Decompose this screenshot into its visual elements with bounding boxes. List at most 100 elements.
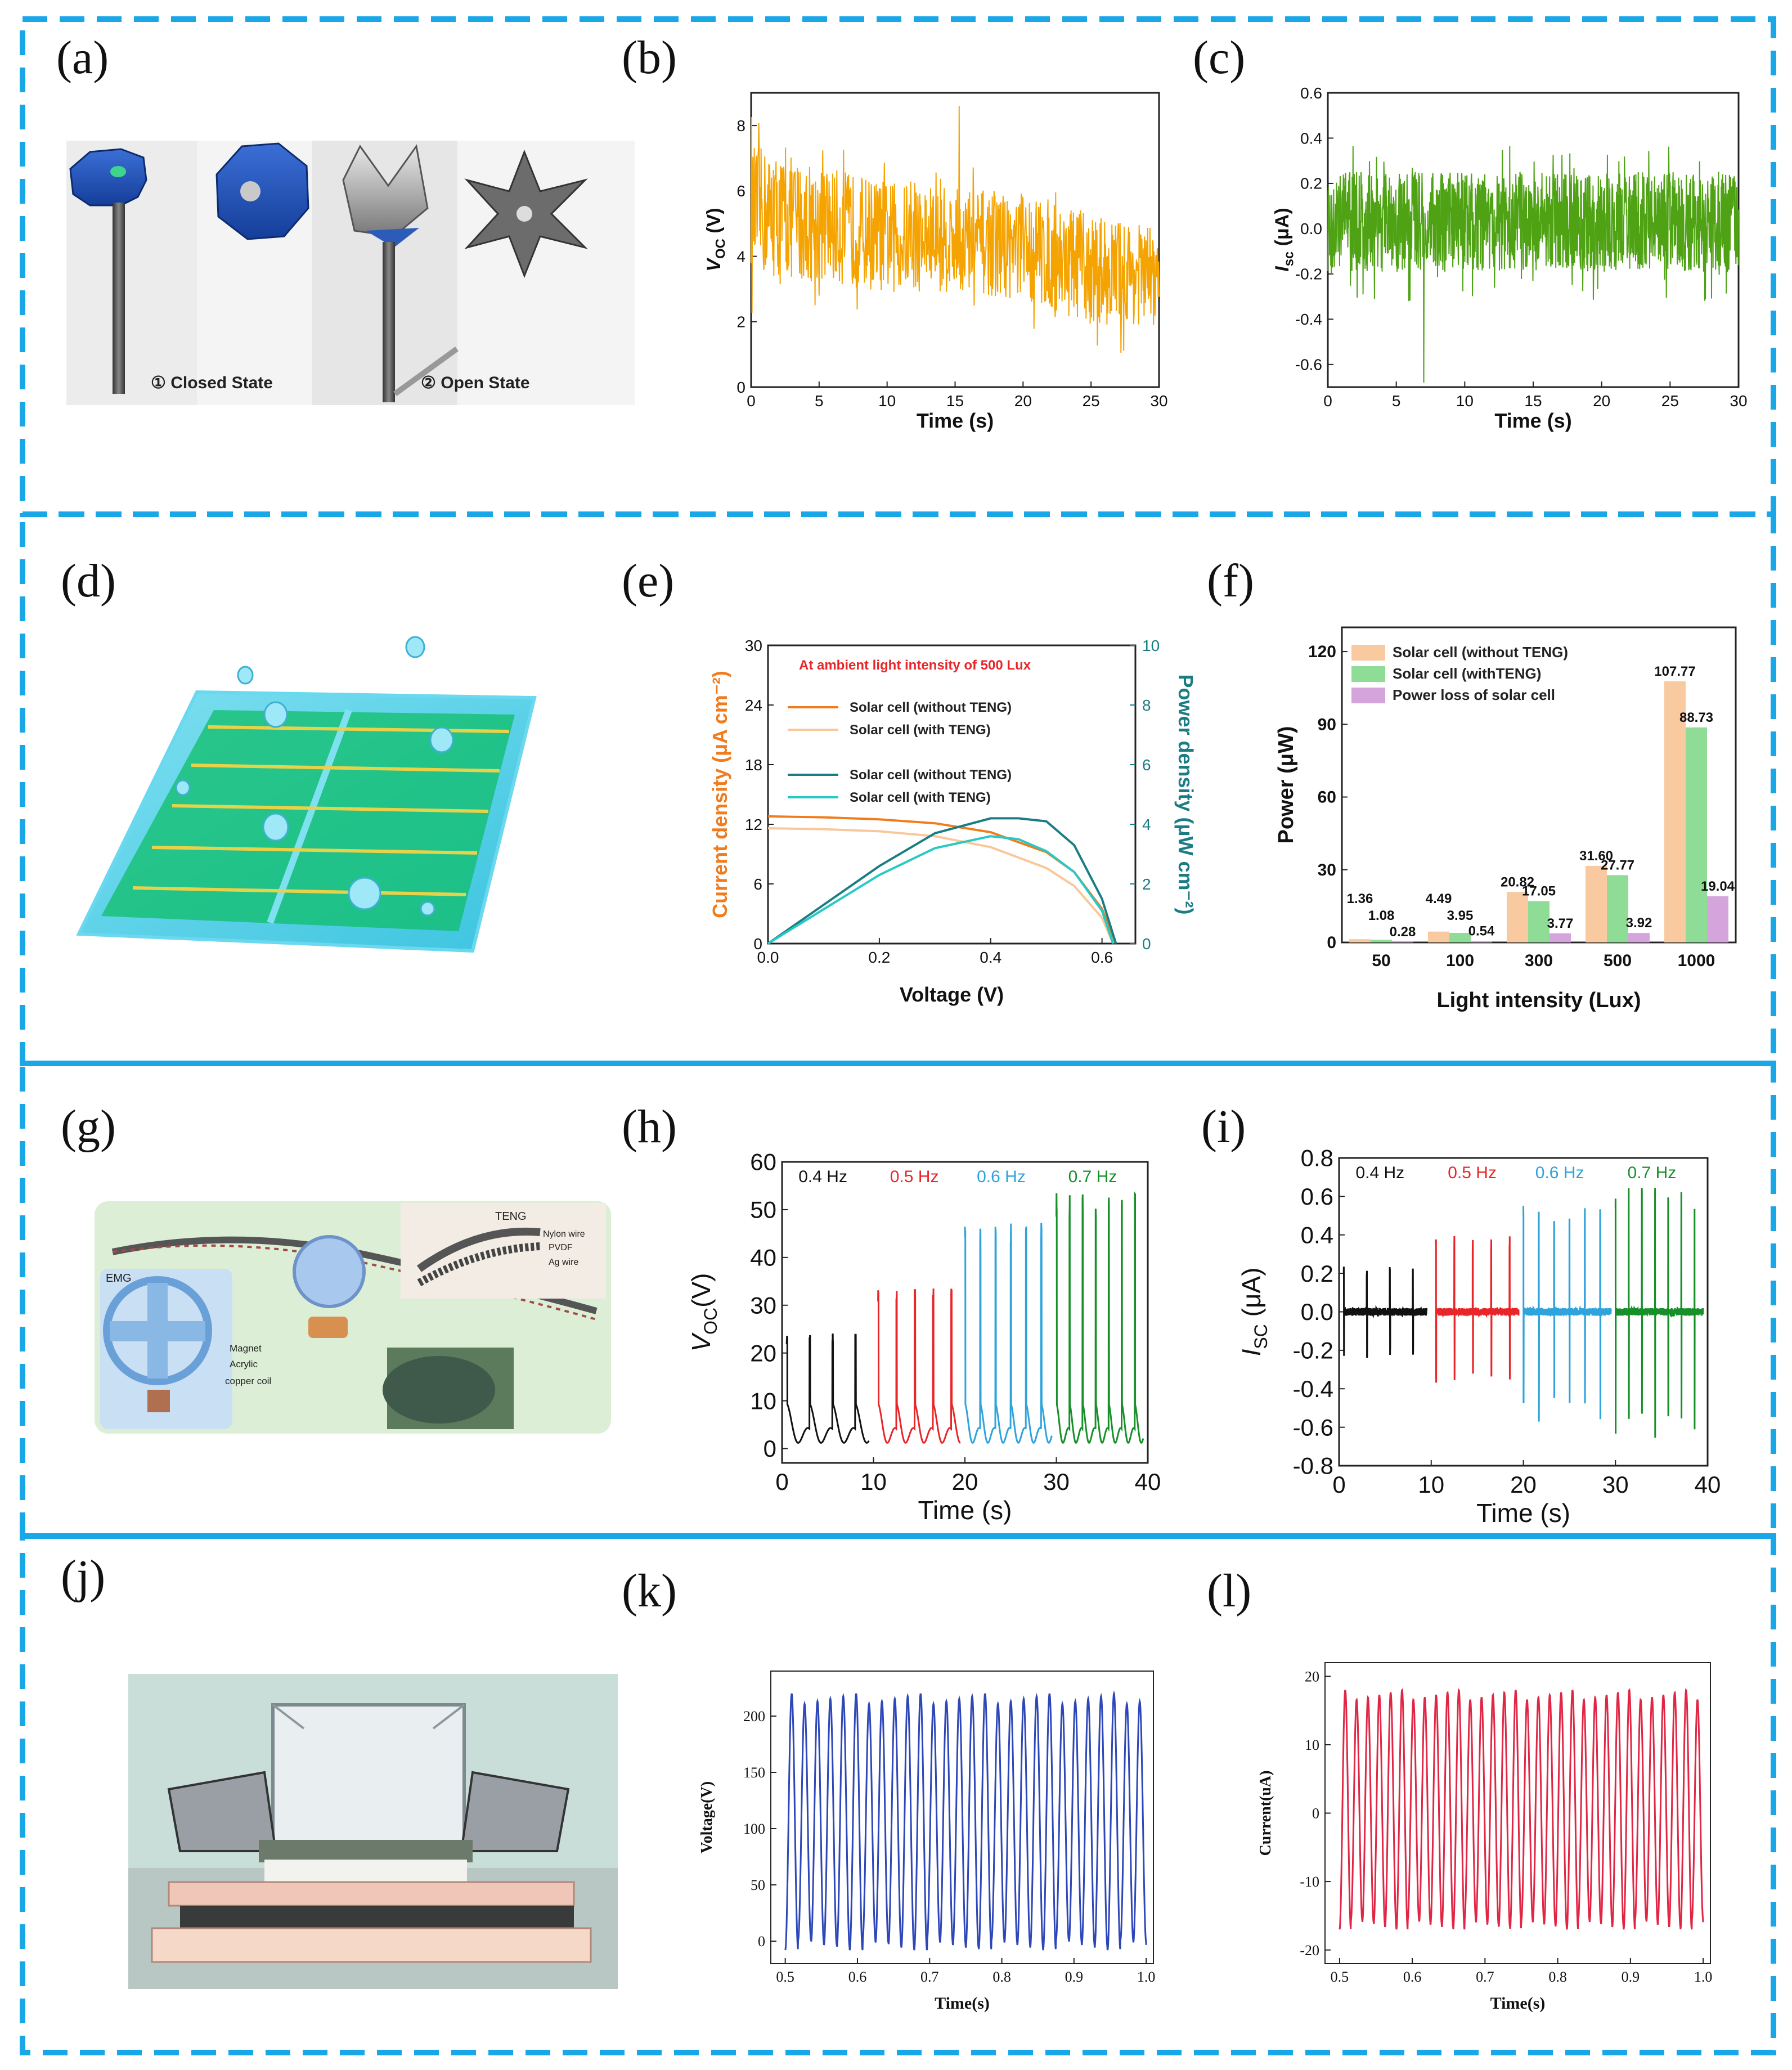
pulse-series-3 — [964, 1223, 1053, 1444]
pulse-series-2 — [1435, 1236, 1520, 1383]
ag-label: Ag wire — [549, 1258, 578, 1267]
y-axis-label: Voltage(V) — [698, 1781, 716, 1853]
bar — [1528, 901, 1550, 942]
y2-tick-label: 10 — [1142, 637, 1160, 654]
panel-label-l: (l) — [1207, 1565, 1251, 1617]
y-axis-label: Isc (μA) — [1272, 208, 1297, 271]
legend-entry: Power loss of solar cell — [1393, 686, 1555, 703]
panel-d-illustration — [76, 636, 537, 953]
copper-label: copper coil — [225, 1376, 271, 1386]
y-tick-label: 0.8 — [1301, 1145, 1333, 1171]
y-tick-label: 0.6 — [1300, 84, 1322, 102]
x-tick-label: 100 — [1446, 951, 1474, 970]
data-label: 1.08 — [1368, 908, 1395, 923]
bar — [1707, 896, 1728, 942]
y-tick-label: 30 — [745, 637, 762, 654]
y-tick-label: 6 — [736, 182, 745, 200]
bar — [1507, 892, 1528, 942]
y-tick-label: 0.4 — [1301, 1222, 1333, 1248]
panel-label-a: (a) — [56, 32, 109, 84]
y-tick-label: 0.0 — [1301, 1299, 1333, 1325]
pulse-series-3 — [1522, 1206, 1612, 1422]
x-tick-label: 0 — [775, 1469, 788, 1495]
data-label: 0.28 — [1390, 924, 1416, 940]
chart-title: At ambient light intensity of 500 Lux — [799, 658, 1031, 673]
x-axis-label: Light intensity (Lux) — [1436, 989, 1641, 1012]
frame-row4 — [20, 1533, 1776, 2055]
y-tick-label: 2 — [736, 313, 745, 331]
panel-label-d: (d) — [61, 555, 116, 607]
x-tick-label: 20 — [952, 1469, 978, 1495]
y-tick-label: 0.2 — [1301, 1260, 1333, 1287]
y-tick-label: -20 — [1300, 1942, 1319, 1959]
x-tick-label: 0 — [1323, 392, 1332, 410]
y-axis-label: Power (μW) — [1274, 726, 1298, 843]
teng-label: TENG — [495, 1210, 527, 1223]
panel-label-k: (k) — [622, 1565, 677, 1617]
legend-swatch — [1351, 645, 1385, 661]
plot-frame — [770, 1671, 1154, 1964]
x-tick-label: 0.4 — [980, 949, 1001, 966]
x-tick-label: 20 — [1510, 1471, 1537, 1498]
bar — [1371, 940, 1392, 942]
y-tick-label: 0.6 — [1301, 1183, 1333, 1210]
open-flower-top-icon — [464, 149, 588, 279]
panel-label-h: (h) — [622, 1101, 677, 1153]
x-tick-label: 40 — [1135, 1469, 1161, 1495]
y2-tick-label: 4 — [1142, 816, 1151, 833]
segment-label: 0.5 Hz — [1448, 1164, 1497, 1182]
x-axis-label: Time (s) — [1494, 409, 1571, 432]
y-tick-label: 10 — [750, 1388, 776, 1414]
x-tick-label: 0.5 — [1331, 1969, 1349, 1985]
x-tick-label: 0.7 — [920, 1969, 939, 1985]
iv-series-3 — [767, 817, 1117, 945]
y-tick-label: 100 — [743, 1821, 765, 1837]
x-tick-label: 25 — [1661, 392, 1679, 410]
panel-label-g: (g) — [61, 1101, 116, 1153]
y2-axis-label: Power density (μW cm⁻²) — [1174, 674, 1197, 914]
bar — [1471, 941, 1492, 942]
y-tick-label: 90 — [1318, 715, 1336, 734]
x-tick-label: 500 — [1604, 951, 1632, 970]
bar — [1664, 681, 1686, 942]
x-tick-label: 40 — [1695, 1471, 1721, 1498]
x-tick-label: 1000 — [1678, 951, 1715, 970]
y-tick-label: 0 — [1312, 1806, 1319, 1822]
closed-flower-icon — [69, 148, 147, 394]
panel-label-j: (j) — [61, 1551, 105, 1603]
y-tick-label: 50 — [750, 1197, 776, 1223]
y2-tick-label: 6 — [1142, 756, 1151, 774]
x-tick-label: 0.9 — [1622, 1969, 1640, 1985]
y2-tick-label: 2 — [1142, 875, 1151, 893]
panel-label-i: (i) — [1201, 1101, 1246, 1153]
y-tick-label: 6 — [753, 875, 762, 893]
x-tick-label: 0.8 — [992, 1969, 1011, 1985]
legend-entry: Solar cell (without TENG) — [850, 767, 1012, 783]
x-tick-label: 20 — [1014, 392, 1032, 410]
y-tick-label: 0 — [753, 935, 762, 953]
y-axis-label: ISC (μA) — [1237, 1268, 1271, 1357]
y-tick-label: 24 — [745, 697, 762, 714]
panel-label-f: (f) — [1207, 555, 1254, 607]
segment-label: 0.6 Hz — [1535, 1164, 1584, 1182]
x-axis-label: Time (s) — [1476, 1498, 1570, 1528]
segment-label: 0.6 Hz — [977, 1168, 1026, 1186]
x-tick-label: 30 — [1150, 392, 1167, 410]
x-tick-label: 30 — [1602, 1471, 1629, 1498]
x-axis-label: Time(s) — [935, 1994, 990, 2013]
legend-entry: Solar cell (withTENG) — [1393, 665, 1541, 682]
x-tick-label: 10 — [1418, 1471, 1444, 1498]
plot-frame — [767, 644, 1137, 945]
x-tick-label: 0.6 — [1091, 949, 1113, 966]
acrylic-label: Acrylic — [230, 1359, 258, 1369]
isc-series-line — [1327, 146, 1739, 383]
panel-label-e: (e) — [622, 555, 674, 607]
y-tick-label: -0.2 — [1293, 1337, 1333, 1364]
data-label: 27.77 — [1601, 857, 1634, 873]
data-label: 20.82 — [1501, 874, 1534, 890]
data-label: 31.60 — [1579, 848, 1613, 864]
y-tick-label: 200 — [743, 1708, 765, 1725]
